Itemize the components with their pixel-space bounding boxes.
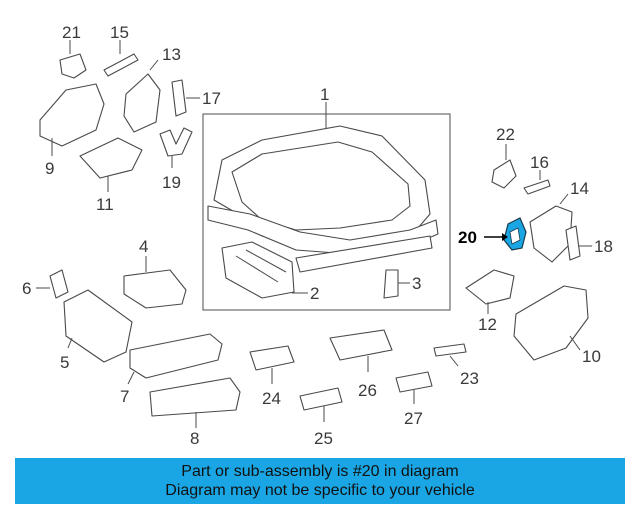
part-24-block	[249, 345, 295, 371]
part-26-cover	[329, 329, 393, 361]
part-23-block	[433, 343, 467, 357]
part-3-bracket	[383, 269, 399, 299]
callout-2: 2	[310, 284, 319, 303]
part-21-clip	[59, 53, 87, 79]
part-18-strip	[565, 225, 581, 261]
part-16-clip	[523, 179, 551, 195]
callout-23: 23	[460, 369, 479, 388]
callout-19: 19	[162, 173, 181, 192]
callout-22: 22	[496, 125, 515, 144]
part-13-hinge	[123, 73, 161, 133]
part-17-strip	[171, 79, 187, 117]
callout-8: 8	[190, 429, 199, 448]
callout-24: 24	[262, 389, 281, 408]
part-10-side-panel	[513, 285, 589, 361]
callout-13: 13	[162, 45, 181, 64]
part-22-bracket	[491, 159, 517, 189]
callout-15: 15	[110, 23, 129, 42]
callout-9: 9	[45, 159, 54, 178]
part-15-strip	[103, 53, 139, 77]
callout-12: 12	[478, 315, 497, 334]
part-25-block	[299, 387, 343, 411]
info-banner: Part or sub-assembly is #20 in diagram D…	[15, 458, 625, 504]
part-12-bracket	[465, 269, 515, 305]
part-7-trim	[129, 333, 223, 379]
part-27-block	[395, 371, 433, 393]
callout-11: 11	[96, 195, 114, 214]
callout-18: 18	[594, 237, 613, 256]
part-19-bracket	[159, 127, 193, 157]
callout-17: 17	[202, 89, 221, 108]
parts-diagram: 1 2 3 4 5 6 7 8 9 10 11 12 13 14 15	[22, 23, 613, 448]
part-9-back-cover	[39, 83, 105, 147]
callout-10: 10	[582, 347, 601, 366]
callout-3: 3	[412, 274, 421, 293]
callout-27: 27	[404, 409, 423, 428]
part-1-seat-frame	[207, 125, 439, 299]
callout-16: 16	[530, 153, 549, 172]
part-6-clip	[49, 269, 69, 299]
banner-line-2: Diagram may not be specific to your vehi…	[165, 482, 475, 499]
part-4-motor	[123, 269, 187, 309]
callout-21: 21	[62, 23, 81, 42]
callout-26: 26	[358, 381, 377, 400]
callout-1: 1	[320, 85, 329, 104]
callout-25: 25	[314, 429, 333, 448]
callout-14: 14	[570, 179, 589, 198]
callout-5: 5	[60, 353, 69, 372]
part-8-rail-cover	[149, 377, 241, 417]
part-14-recliner	[529, 205, 573, 263]
part-5-side-cover	[63, 289, 133, 363]
banner-line-1: Part or sub-assembly is #20 in diagram	[181, 463, 459, 480]
part-11-bracket	[79, 137, 143, 179]
callout-6: 6	[22, 279, 31, 298]
callout-7: 7	[120, 387, 129, 406]
callout-20: 20	[458, 228, 477, 247]
callout-4: 4	[139, 237, 148, 256]
